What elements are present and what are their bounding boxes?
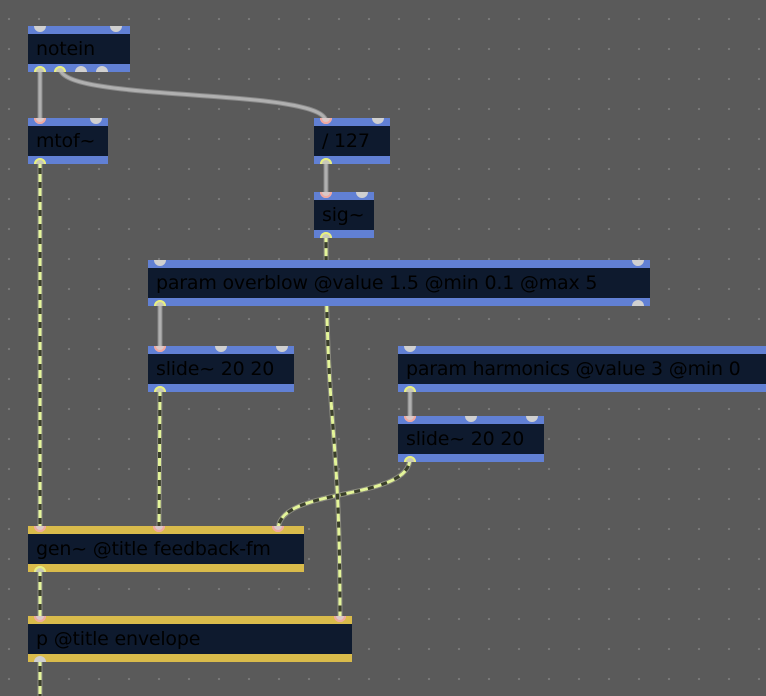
inlet-port[interactable]: [215, 346, 227, 352]
object-param-harmonics[interactable]: param harmonics @value 3 @min 0: [398, 346, 766, 392]
inlet-port[interactable]: [465, 416, 477, 422]
outlet-port[interactable]: [320, 158, 332, 164]
outlet-port[interactable]: [632, 300, 644, 306]
object-slide-overblow[interactable]: slide~ 20 20: [148, 346, 294, 392]
outlet-port[interactable]: [96, 66, 108, 72]
inlet-port[interactable]: [404, 346, 416, 352]
object-slide-harmonics[interactable]: slide~ 20 20: [398, 416, 544, 462]
outlet-port[interactable]: [34, 158, 46, 164]
inlet-port[interactable]: [154, 346, 166, 352]
inlet-port[interactable]: [356, 192, 368, 198]
object-label: mtof~: [36, 130, 96, 152]
inlet-port[interactable]: [320, 118, 332, 124]
object-mtof[interactable]: mtof~: [28, 118, 108, 164]
outlet-port[interactable]: [75, 66, 87, 72]
inlet-port[interactable]: [526, 416, 538, 422]
object-param-overblow[interactable]: param overblow @value 1.5 @min 0.1 @max …: [148, 260, 650, 306]
outlet-port[interactable]: [34, 566, 46, 572]
object-p-envelope[interactable]: p @title envelope: [28, 616, 352, 662]
object-sig[interactable]: sig~: [314, 192, 374, 238]
outlet-port[interactable]: [34, 656, 46, 662]
inlet-port[interactable]: [34, 526, 46, 532]
inlet-port[interactable]: [110, 26, 122, 32]
inlet-port[interactable]: [632, 260, 644, 266]
control-patch-cord[interactable]: [57, 67, 329, 123]
inlet-port[interactable]: [90, 118, 102, 124]
inlet-port[interactable]: [34, 26, 46, 32]
object-label: p @title envelope: [36, 628, 201, 650]
outlet-port[interactable]: [34, 66, 46, 72]
object-divide-127[interactable]: / 127: [314, 118, 390, 164]
object-gen-feedback-fm[interactable]: gen~ @title feedback-fm: [28, 526, 304, 572]
inlet-port[interactable]: [34, 616, 46, 622]
object-label: / 127: [322, 130, 370, 152]
object-label: gen~ @title feedback-fm: [36, 538, 271, 560]
inlet-port[interactable]: [272, 526, 284, 532]
inlet-port[interactable]: [154, 260, 166, 266]
inlet-port[interactable]: [404, 416, 416, 422]
outlet-port[interactable]: [54, 66, 66, 72]
signal-patch-cord[interactable]: [275, 457, 413, 531]
object-label: sig~: [322, 204, 365, 226]
inlet-port[interactable]: [153, 526, 165, 532]
object-label: notein: [36, 38, 95, 60]
inlet-port[interactable]: [320, 192, 332, 198]
object-label: param overblow @value 1.5 @min 0.1 @max …: [156, 272, 598, 294]
object-label: param harmonics @value 3 @min 0: [406, 358, 741, 380]
object-notein[interactable]: notein: [28, 26, 130, 72]
inlet-port[interactable]: [372, 118, 384, 124]
outlet-port[interactable]: [404, 386, 416, 392]
signal-patch-cord[interactable]: [156, 387, 163, 531]
outlet-port[interactable]: [154, 300, 166, 306]
outlet-port[interactable]: [404, 456, 416, 462]
inlet-port[interactable]: [276, 346, 288, 352]
outlet-port[interactable]: [154, 386, 166, 392]
object-label: slide~ 20 20: [406, 428, 525, 450]
inlet-port[interactable]: [34, 118, 46, 124]
inlet-port[interactable]: [334, 616, 346, 622]
object-label: slide~ 20 20: [156, 358, 275, 380]
outlet-port[interactable]: [320, 232, 332, 238]
